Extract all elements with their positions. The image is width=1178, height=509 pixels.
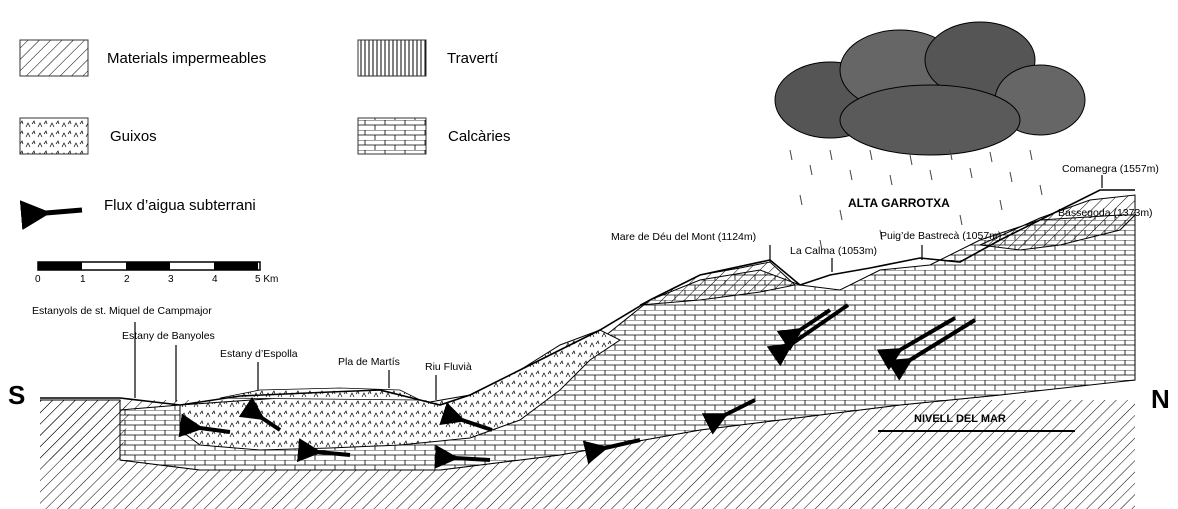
legend-impermeable: Materials impermeables [107,50,266,67]
label-north: N [1151,384,1170,415]
label-bassegoda: Bassegoda (1373m) [1058,207,1153,219]
cloud-illustration [775,22,1085,155]
scale-bar [38,262,260,270]
label-fluvia: Riu Fluvià [425,361,472,373]
label-alta-garrotxa: ALTA GARROTXA [848,196,950,210]
flow-arrow-legend [46,210,82,213]
impermeable-lowland [40,400,130,460]
scale-tick-3: 3 [168,274,174,285]
gypsum-hill [220,388,420,400]
legend-travertine: Travertí [447,50,498,67]
label-espolla: Estany d’Espolla [220,348,298,360]
impermeable-swatch [20,40,88,76]
legend-limestone: Calcàries [448,128,511,145]
label-bastreca: Puig’de Bastrecà (1057m) [880,230,1001,242]
scale-tick-4: 4 [212,274,218,285]
label-nivell-mar: NIVELL DEL MAR [914,413,1006,425]
legend-gypsum: Guixos [110,128,157,145]
label-campmajor: Estanyols de st. Miquel de Campmajor [32,305,212,317]
limestone-swatch [358,118,426,154]
scale-tick-1: 1 [80,274,86,285]
legend-flow: Flux d’aigua subterrani [104,197,256,214]
label-martis: Pla de Martís [338,356,400,368]
scale-tick-0: 0 [35,274,41,285]
label-mare-deu: Mare de Déu del Mont (1124m) [611,231,756,243]
travertine-swatch [358,40,426,76]
gypsum-swatch [20,118,88,154]
label-south: S [8,380,25,411]
scale-tick-2: 2 [124,274,130,285]
scale-tick-5: 5 Km [255,274,278,285]
label-comanegra: Comanegra (1557m) [1062,163,1159,175]
label-la-calma: La Calma (1053m) [790,245,877,257]
label-banyoles: Estany de Banyoles [122,330,215,342]
